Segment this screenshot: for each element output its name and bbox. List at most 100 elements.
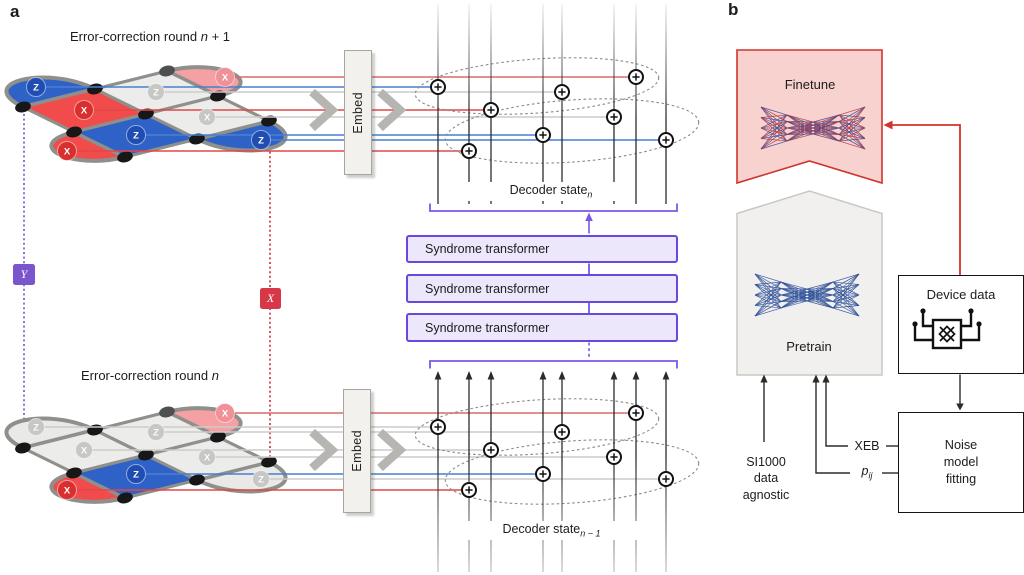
arrow-up-icon bbox=[662, 371, 670, 380]
syndrome-transformer-3: Syndrome transformer bbox=[406, 313, 678, 342]
decoder-state-bracket-top bbox=[429, 203, 678, 212]
embed-box-top: Embed bbox=[344, 50, 372, 175]
stabilizer-letter: Z bbox=[258, 135, 264, 146]
panel-b-label: b bbox=[728, 0, 739, 19]
decoder-state-label-top: Decoder staten bbox=[468, 182, 634, 201]
data-qubit-dot bbox=[87, 83, 103, 95]
pretrain-banner bbox=[736, 190, 883, 376]
device-data-label: Device data bbox=[926, 287, 996, 302]
plus-icon bbox=[632, 409, 640, 417]
data-qubit-dot bbox=[15, 101, 31, 113]
transformer-connectors bbox=[429, 203, 678, 369]
plus-icon bbox=[610, 113, 618, 121]
xeb-label: XEB bbox=[854, 439, 880, 453]
data-qubit-dot bbox=[138, 108, 154, 120]
stabilizer-letter: X bbox=[204, 112, 211, 123]
stabilizer-badge bbox=[74, 100, 94, 120]
plus-icon bbox=[434, 423, 442, 431]
quantum-chip-icon bbox=[912, 308, 982, 350]
stabilizer-letter: X bbox=[64, 485, 71, 496]
stabilizer-letter: X bbox=[81, 445, 88, 456]
pauli-error-lines bbox=[23, 114, 271, 458]
stabilizer-badge bbox=[251, 130, 271, 150]
pretrain-label: Pretrain bbox=[786, 339, 832, 354]
arrow-left-icon bbox=[883, 120, 893, 130]
data-qubit-dot bbox=[66, 467, 82, 479]
chevron-right-icon bbox=[377, 88, 407, 132]
data-qubit-dot bbox=[159, 65, 175, 77]
stabilizer-badge bbox=[215, 67, 235, 87]
arrow-up-icon bbox=[812, 374, 820, 383]
arrow-up-icon bbox=[822, 374, 830, 383]
feedback-connector bbox=[891, 124, 961, 276]
pretrain-network-icon bbox=[754, 273, 860, 317]
finetune-banner bbox=[736, 49, 883, 185]
data-qubit-dot bbox=[210, 431, 226, 443]
arrow-up-icon bbox=[610, 371, 618, 380]
arrow-down-icon bbox=[956, 403, 964, 411]
plus-icon bbox=[539, 131, 547, 139]
stabilizer-letter: Z bbox=[153, 427, 159, 438]
decoder-state-outlines bbox=[414, 57, 700, 505]
arrow-up-icon bbox=[632, 371, 640, 380]
pij-label: pij bbox=[861, 464, 873, 481]
data-qubit-dot bbox=[117, 151, 133, 163]
decoder-state-label-bottom: Decoder staten − 1 bbox=[466, 521, 637, 540]
noise-model-fitting-box: Noise model fitting bbox=[898, 412, 1024, 513]
surface-code-lattice-bottom bbox=[4, 406, 288, 504]
plus-icon bbox=[662, 136, 670, 144]
plus-icon bbox=[610, 453, 618, 461]
embed-box-bottom: Embed bbox=[343, 389, 371, 513]
data-qubit-dot bbox=[117, 492, 133, 504]
arrow-up-icon bbox=[465, 371, 473, 380]
arrow-up-icon bbox=[585, 212, 593, 221]
chevron-right-icon bbox=[309, 428, 339, 472]
noise-line: model bbox=[943, 455, 979, 470]
data-qubit-dot bbox=[189, 474, 205, 486]
data-qubit-dot bbox=[66, 126, 82, 138]
stabilizer-letter: X bbox=[222, 72, 229, 83]
noise-line: fitting bbox=[945, 471, 977, 486]
decoder-state-lines bbox=[430, 4, 674, 572]
stabilizer-letter: Z bbox=[258, 474, 264, 485]
embed-label: Embed bbox=[351, 91, 365, 134]
si1000-label: SI1000 data agnostic bbox=[742, 455, 790, 502]
stabilizer-letter: Z bbox=[153, 87, 159, 98]
stabilizer-badge bbox=[126, 464, 146, 484]
data-qubit-dot bbox=[189, 133, 205, 145]
noise-line: Noise bbox=[944, 438, 978, 453]
pauli-y-badge: Y bbox=[13, 264, 35, 285]
plus-icon bbox=[539, 470, 547, 478]
arrow-up-icon bbox=[539, 371, 547, 380]
syndrome-transformer-2: Syndrome transformer bbox=[406, 274, 678, 303]
flow-chevrons bbox=[309, 88, 407, 472]
stabilizer-badge bbox=[252, 470, 270, 488]
stabilizer-badge bbox=[27, 418, 45, 436]
data-qubit-dot bbox=[138, 449, 154, 461]
plus-icon bbox=[632, 73, 640, 81]
finetune-network-icon bbox=[760, 106, 866, 150]
plus-icon bbox=[465, 486, 473, 494]
stabilizer-badge bbox=[75, 441, 93, 459]
plus-icon bbox=[558, 428, 566, 436]
stabilizer-letter: X bbox=[81, 105, 88, 116]
plus-icon bbox=[434, 83, 442, 91]
stabilizer-badge bbox=[26, 77, 46, 97]
surface-code-lattice-top bbox=[4, 65, 288, 163]
data-qubit-dot bbox=[261, 456, 277, 468]
stabilizer-badge bbox=[198, 448, 216, 466]
round-title-bottom: Error-correction round n bbox=[80, 368, 219, 383]
chevron-right-icon bbox=[377, 428, 407, 472]
data-qubit-dot bbox=[15, 442, 31, 454]
plus-icon bbox=[487, 446, 495, 454]
syndrome-transformer-1: Syndrome transformer bbox=[406, 235, 678, 263]
stabilizer-letter: X bbox=[222, 408, 229, 419]
panel-a-label: a bbox=[10, 2, 20, 21]
stabilizer-badge bbox=[215, 403, 235, 423]
chevron-right-icon bbox=[309, 88, 339, 132]
decoder-state-bracket-bottom bbox=[429, 360, 678, 369]
pauli-x-badge: X bbox=[260, 288, 281, 309]
stabilizer-badge bbox=[126, 125, 146, 145]
